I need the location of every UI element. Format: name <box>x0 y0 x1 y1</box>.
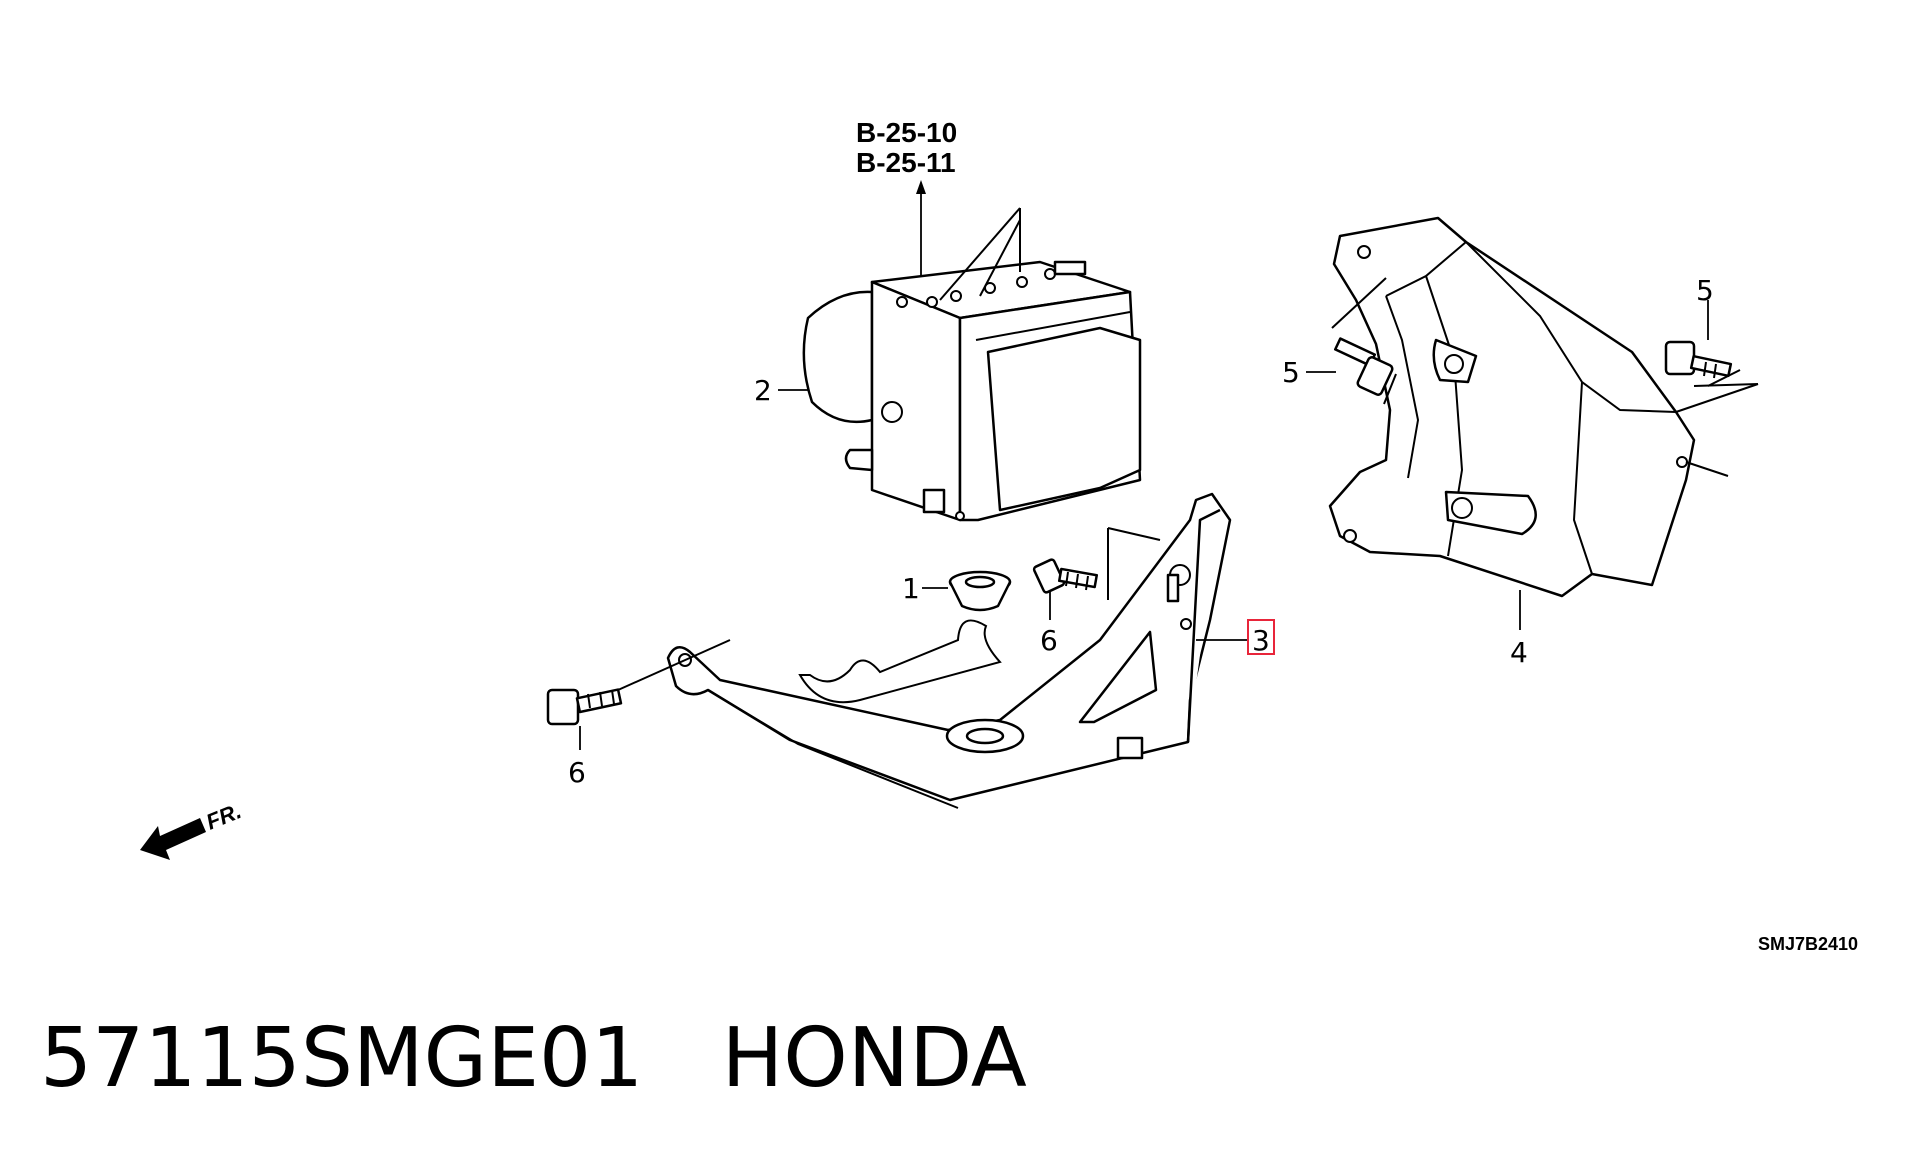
reference-label-2[interactable]: B-25-11 <box>856 147 956 178</box>
modulator-bracket[interactable] <box>666 492 1232 809</box>
flange-bolt-lower[interactable] <box>546 639 731 726</box>
callout-2[interactable]: 2 <box>754 374 772 407</box>
reference-label-1[interactable]: B-25-10 <box>856 117 957 148</box>
callout-6-upper[interactable]: 6 <box>1040 624 1058 657</box>
grommet[interactable] <box>948 570 1012 612</box>
callout-3[interactable]: 3 <box>1252 624 1270 657</box>
front-direction-arrow-icon: FR. <box>140 798 245 860</box>
callout-5-left[interactable]: 5 <box>1282 356 1300 389</box>
footer-caption: 57115SMGE01 HONDA <box>40 1018 1027 1100</box>
flange-bolt-5-right[interactable] <box>1664 340 1759 477</box>
callout-3-highlight <box>1247 619 1275 655</box>
part-number: 57115SMGE01 <box>40 1011 644 1106</box>
direction-label: FR. <box>203 798 245 834</box>
mounting-bracket[interactable] <box>1328 216 1696 598</box>
reference-arrow: B-25-10 B-25-11 <box>856 117 957 300</box>
callout-5-right[interactable]: 5 <box>1696 274 1714 307</box>
diagram-code: SMJ7B2410 <box>1758 934 1858 954</box>
abs-modulator-assembly[interactable] <box>802 207 1142 522</box>
brand-name: HONDA <box>721 1011 1027 1106</box>
callout-4[interactable]: 4 <box>1510 636 1528 669</box>
flange-bolt-5-left[interactable] <box>1331 277 1397 405</box>
callout-6-lower[interactable]: 6 <box>568 756 586 789</box>
callout-1[interactable]: 1 <box>902 572 920 605</box>
flange-bolt-upper[interactable] <box>1032 558 1099 594</box>
